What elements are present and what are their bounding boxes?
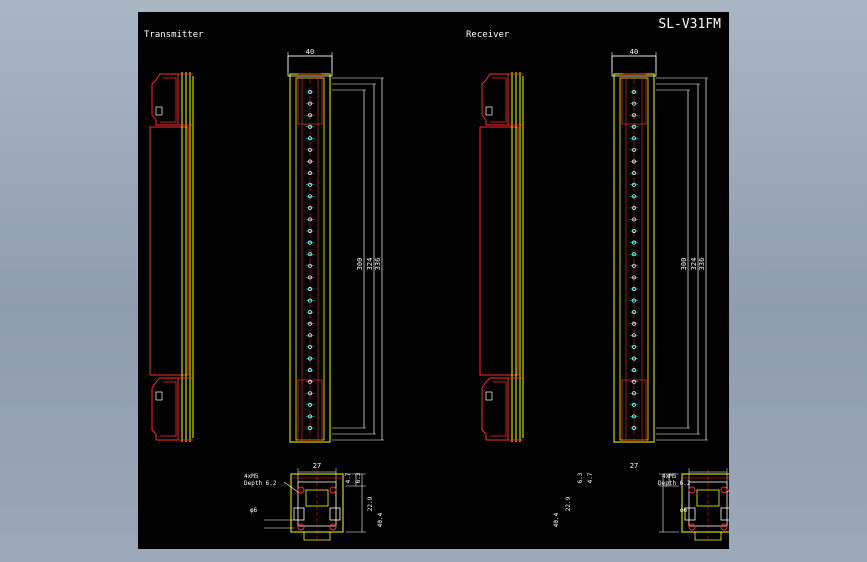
tx-dim-22-9: 22.9 — [367, 496, 374, 511]
rx-dim-40-4: 40.4 — [553, 512, 560, 527]
rx-dim-40: 40 — [630, 48, 638, 56]
transmitter-beam-axes — [306, 90, 314, 430]
cad-drawing-svg: SL-V31FM Transmitter — [144, 17, 762, 543]
tx-dim-300: 300 — [356, 258, 364, 271]
rx-dim-6-3: 6.3 — [577, 472, 584, 483]
tx-dim-6-3: 6.3 — [355, 472, 362, 483]
rx-dim-324: 324 — [690, 258, 698, 271]
transmitter-side-view — [149, 72, 194, 442]
rx-dim-336: 336 — [698, 258, 706, 271]
transmitter-group: Transmitter — [144, 30, 384, 543]
drawing-sheet: SL-V31FM Transmitter — [138, 12, 762, 549]
receiver-side-view — [479, 71, 524, 443]
tx-dim-27: 27 — [313, 462, 321, 470]
tx-dim-336: 336 — [374, 258, 382, 271]
transmitter-front-view: 300 324 336 40 — [287, 48, 384, 443]
rx-screw-label: 4xM5 — [662, 473, 677, 480]
rx-dim-27: 27 — [630, 462, 638, 470]
transmitter-section-view: 27 4.7 6.3 22.9 40.4 4xM5 Depth 6.2 φ6 — [244, 462, 384, 543]
rx-dim-22-9: 22.9 — [565, 496, 572, 511]
tx-screw-label: 4xM5 — [244, 473, 259, 480]
rx-phi6-label: φ6 — [680, 507, 688, 514]
receiver-front-view: 300 324 336 40 — [611, 48, 708, 443]
tx-dim-40-4: 40.4 — [377, 512, 384, 527]
tx-depth-label: Depth 6.2 — [244, 480, 277, 487]
receiver-beam-axes — [630, 90, 638, 430]
rx-dim-4-7: 4.7 — [587, 472, 594, 483]
receiver-section-view: 27 6.3 4.7 22.9 40.4 4xM5 Depth 6.2 φ6 — [553, 462, 762, 543]
tx-dim-40: 40 — [306, 48, 314, 56]
tx-phi6-label: φ6 — [250, 507, 258, 514]
rx-depth-label: Depth 6.2 — [658, 480, 691, 487]
rx-dim-300: 300 — [680, 258, 688, 271]
transmitter-label: Transmitter — [144, 30, 204, 40]
tx-dim-4-7: 4.7 — [345, 472, 352, 483]
drawing-title: SL-V31FM — [658, 17, 721, 32]
receiver-label: Receiver — [466, 30, 510, 40]
receiver-group: Receiver — [466, 30, 762, 543]
tx-dim-324: 324 — [366, 258, 374, 271]
